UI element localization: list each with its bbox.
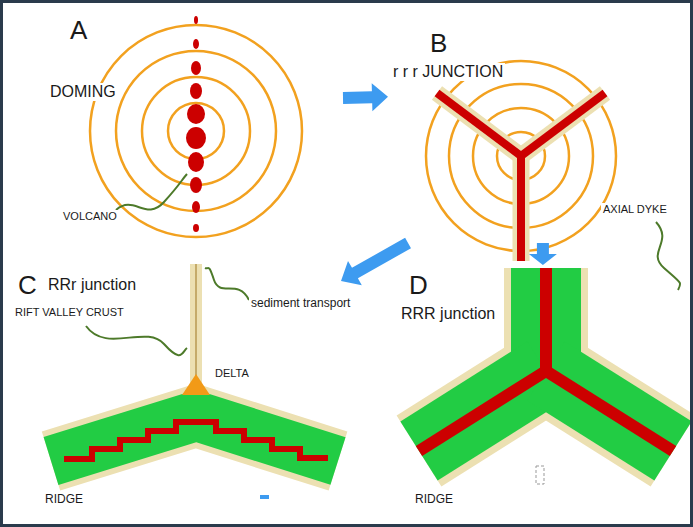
- ocean-crust-edge: [419, 268, 673, 451]
- connector-layer: [3, 3, 693, 527]
- callout-label: AXIAL DYKE: [601, 203, 669, 216]
- leader-line: [205, 268, 249, 300]
- panel-letter: B: [428, 29, 449, 59]
- panel-letter: D: [407, 271, 430, 301]
- ocean-crust: [419, 268, 673, 451]
- callout-label: RIDGE: [43, 493, 85, 507]
- leader-line: [86, 326, 187, 355]
- rift-valley: [190, 264, 202, 388]
- callout-label: RIDGE: [413, 493, 455, 507]
- stepped-ridge: [64, 422, 328, 459]
- panel-title: RRR junction: [399, 305, 497, 323]
- mark: [536, 466, 544, 484]
- panel-title: r r r JUNCTION: [391, 63, 505, 81]
- callout-label: VOLCANO: [61, 210, 119, 223]
- flow-arrow: [343, 83, 388, 111]
- axial-dyke: [437, 93, 605, 261]
- volcano-chain: [186, 16, 206, 232]
- flow-arrow: [529, 243, 557, 265]
- leader-line: [656, 222, 680, 290]
- sediment-channel: [195, 264, 197, 386]
- delta: [182, 374, 210, 395]
- panel-title: DOMING: [48, 83, 118, 101]
- mark: [260, 495, 269, 499]
- ocean-crust-edge: [51, 416, 338, 461]
- panel-letter: C: [16, 271, 39, 301]
- ocean-crust: [51, 416, 338, 461]
- ridge-axis: [419, 268, 673, 451]
- panel-letter: A: [68, 16, 89, 46]
- flow-arrow: [341, 238, 411, 285]
- panel: D RRR junction: [393, 265, 683, 523]
- leader-line: [116, 174, 187, 210]
- callout-label: RIFT VALLEY CRUST: [13, 306, 126, 319]
- callout-label: DELTA: [213, 367, 251, 380]
- dome-contours: [90, 25, 302, 237]
- panel-title: RRr junction: [46, 276, 138, 294]
- callout-label: sediment transport: [249, 297, 352, 311]
- rift-arms: [437, 93, 605, 261]
